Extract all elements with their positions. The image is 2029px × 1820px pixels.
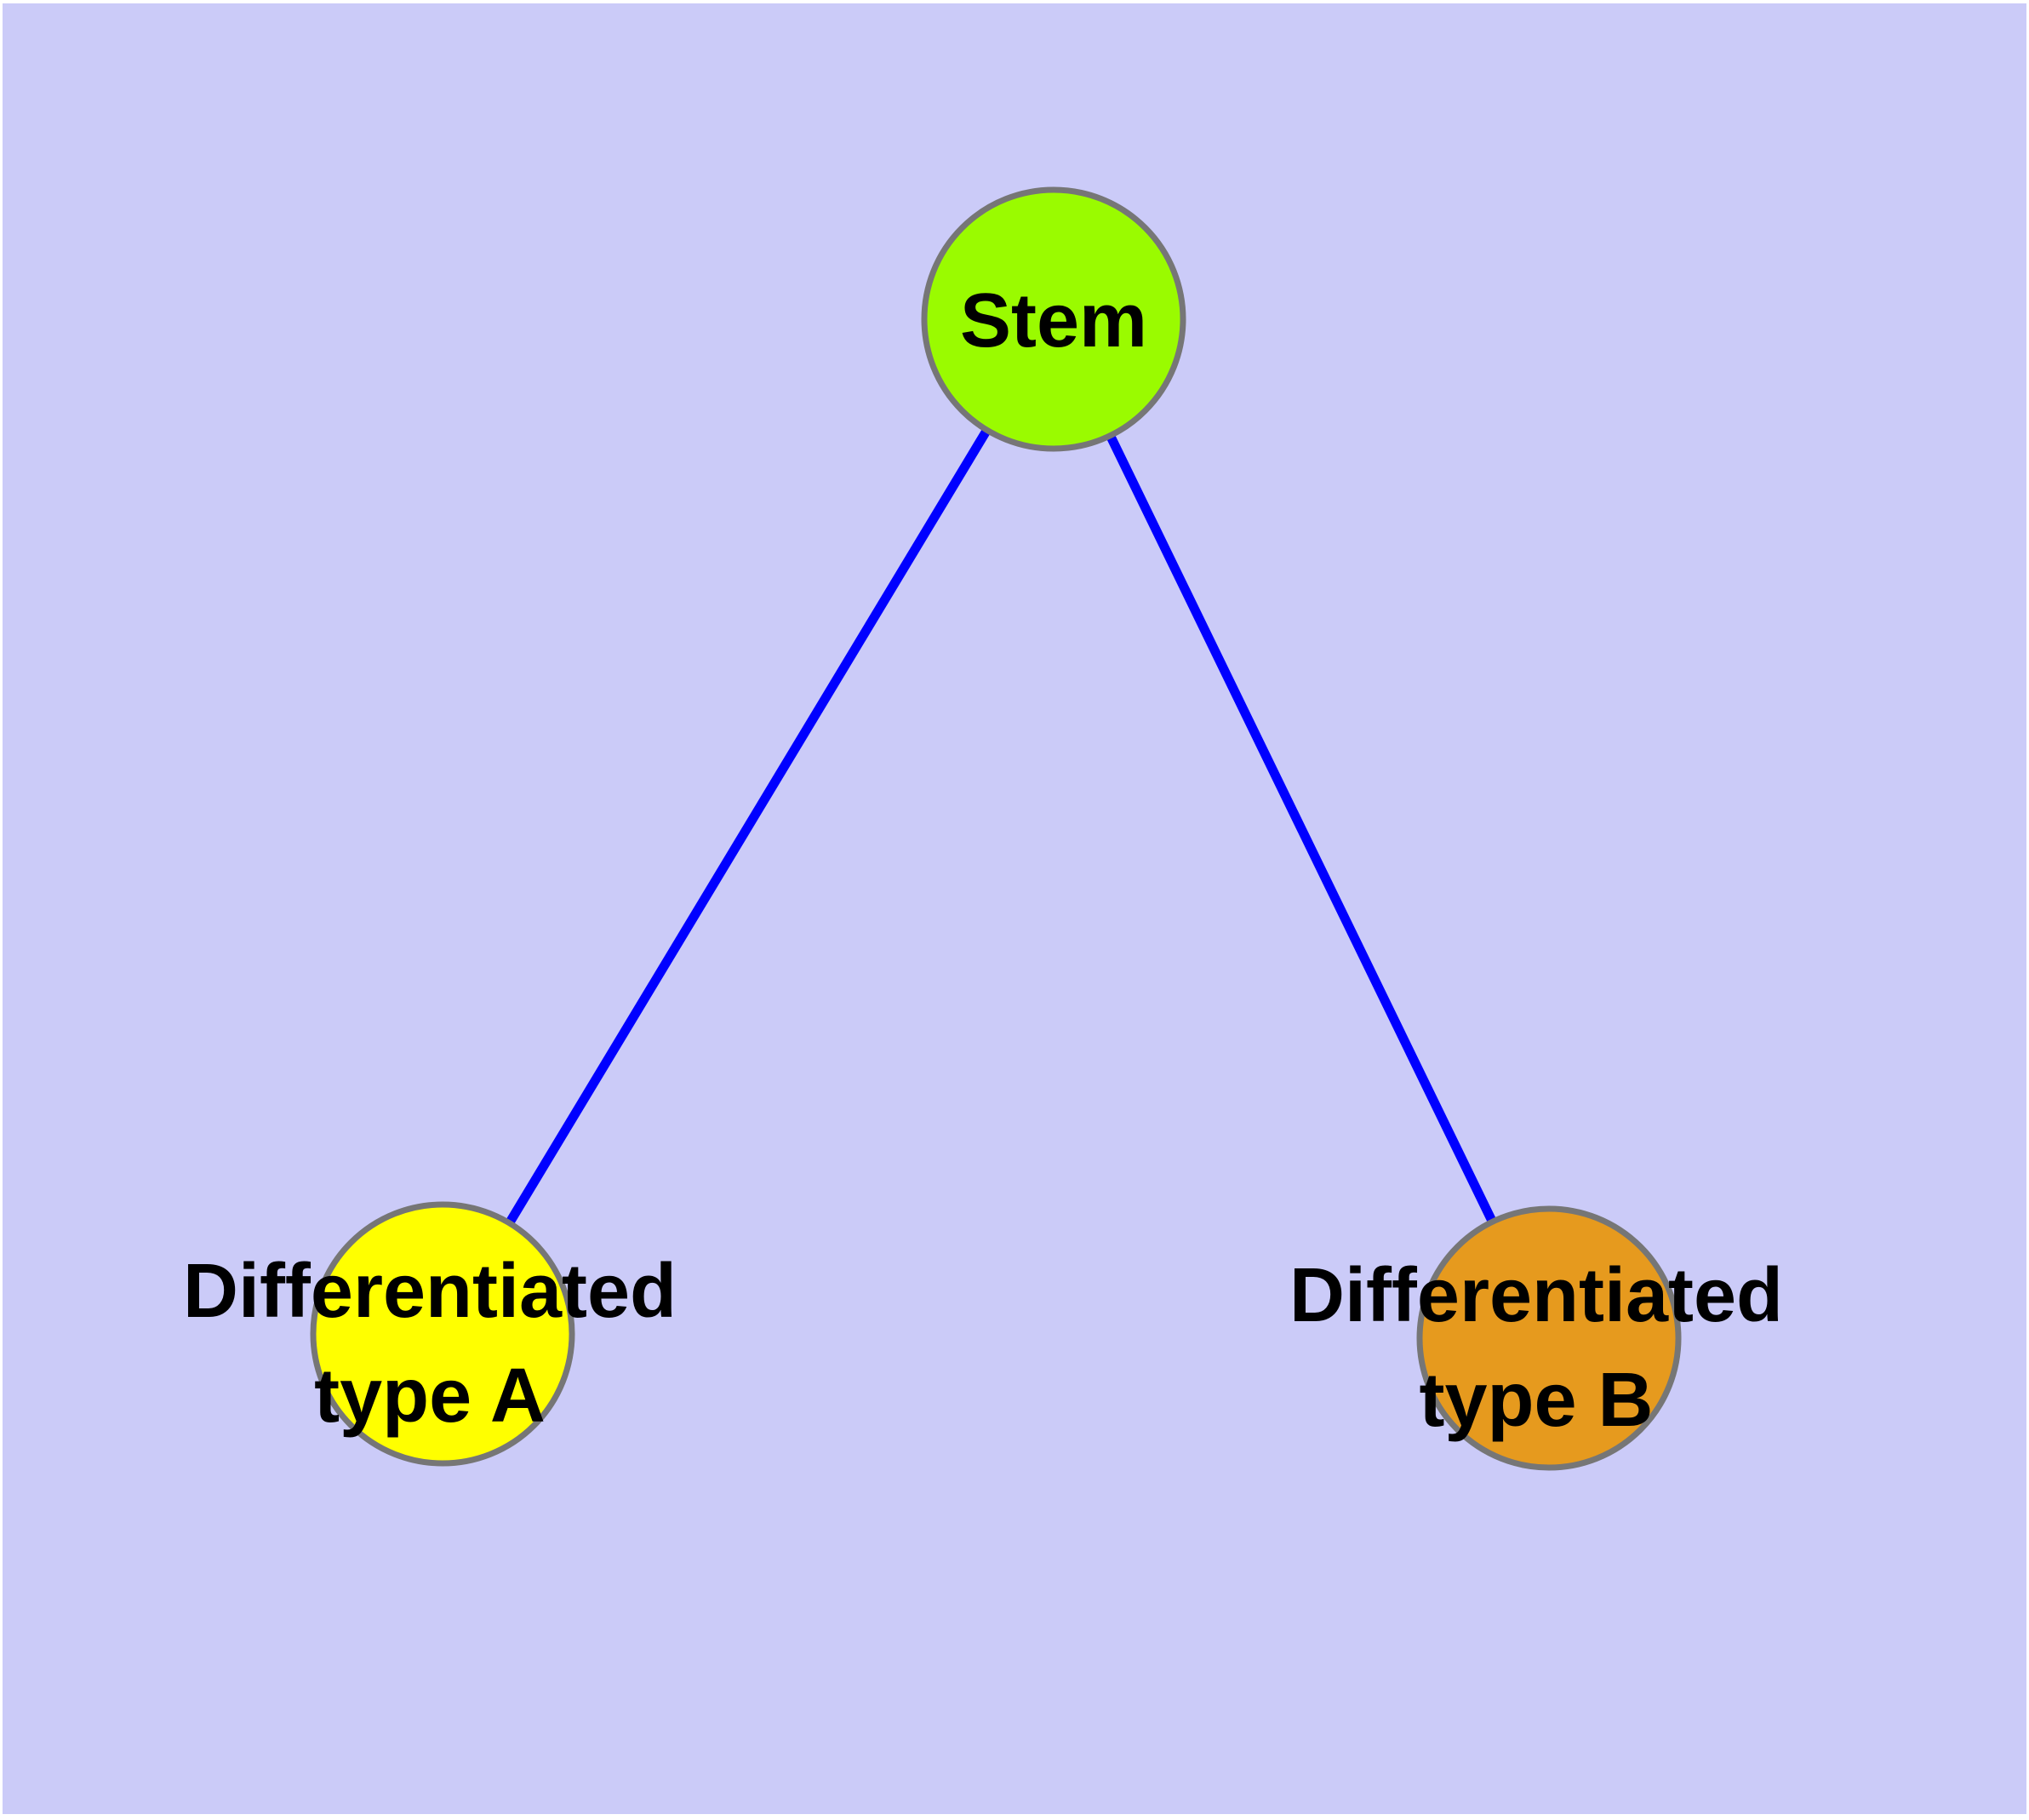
edge-stem-to-type-b — [1049, 317, 1553, 1341]
node-type-a-label-line-2: type A — [314, 1354, 546, 1439]
edge-stem-to-type-a — [438, 317, 1058, 1336]
node-type-b-circle — [1416, 1205, 1682, 1471]
node-type-a-circle — [310, 1201, 575, 1467]
node-type-a-label-line-1: Differentiated — [183, 1249, 677, 1334]
node-stem-label: Stem — [960, 278, 1147, 363]
node-stem-circle — [921, 186, 1186, 452]
node-type-b-label-line-2: type B — [1419, 1358, 1653, 1443]
node-type-b-label-line-1: Differentiated — [1289, 1253, 1783, 1338]
